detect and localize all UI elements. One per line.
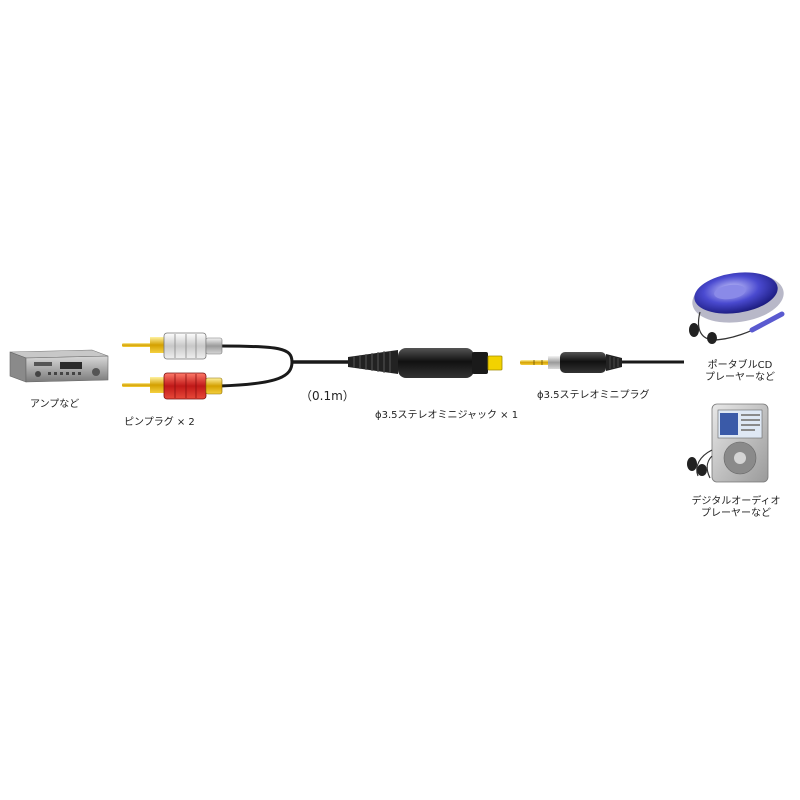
mini-jack — [348, 348, 503, 378]
mini-jack-label: ϕ3.5ステレオミニジャック × 1 — [375, 410, 519, 421]
digital-audio-label: デジタルオーディオ プレーヤーなど — [680, 496, 792, 520]
amp-label: アンプなど — [30, 399, 80, 410]
amplifier-icon — [9, 349, 109, 383]
digital-audio-player-icon — [687, 403, 769, 483]
digital-audio-label-line1: デジタルオーディオ — [691, 496, 781, 507]
portable-cd-label: ポータブルCD プレーヤーなど — [692, 360, 788, 384]
pin-plug-label: ピンプラグ × 2 — [124, 417, 195, 428]
portable-cd-label-line2: プレーヤーなど — [705, 372, 775, 383]
cable-length-label: （0.1m） — [300, 389, 355, 403]
portable-cd-player-icon — [689, 272, 785, 344]
mini-plug-label: ϕ3.5ステレオミニプラグ — [537, 390, 650, 401]
portable-cd-label-line1: ポータブルCD — [707, 360, 773, 371]
digital-audio-label-line2: プレーヤーなど — [701, 508, 771, 519]
pin-plug-red — [122, 372, 223, 400]
pin-plug-white — [122, 332, 223, 360]
split-cable — [219, 344, 294, 388]
mini-plug — [520, 352, 684, 373]
